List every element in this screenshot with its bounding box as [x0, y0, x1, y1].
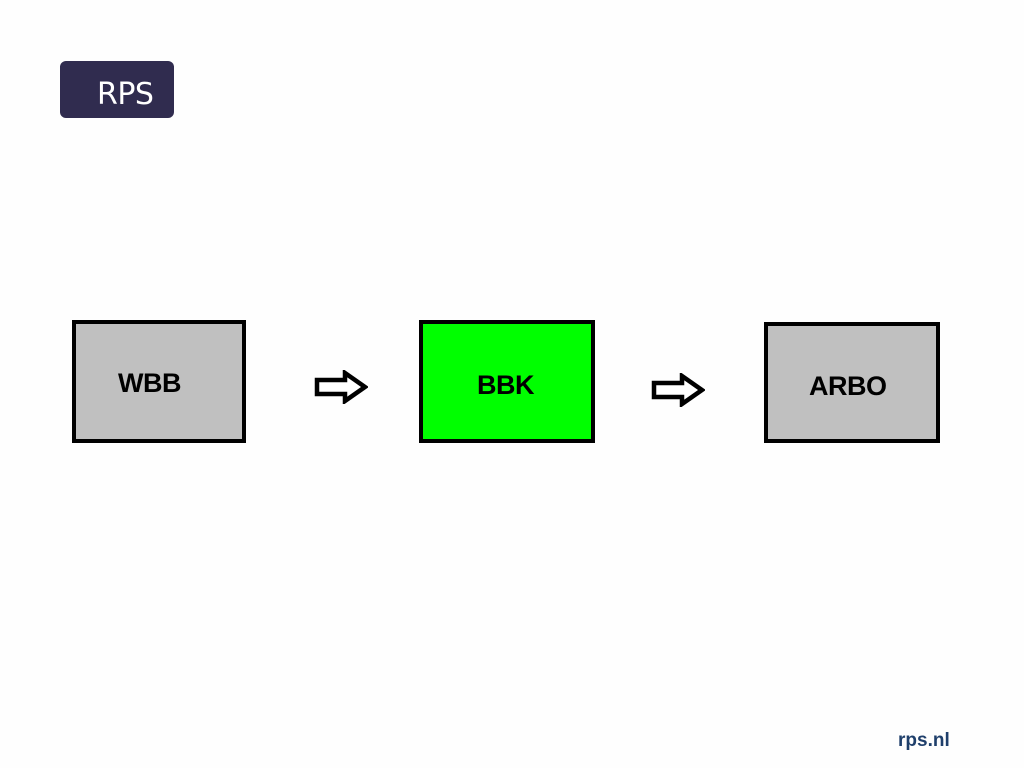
- bbk-box: BBK: [419, 320, 595, 443]
- arbo-box: ARBO: [764, 322, 940, 443]
- right-arrow-icon: [314, 370, 368, 404]
- bbk-label: BBK: [477, 370, 535, 400]
- wbb-label: WBB: [118, 368, 181, 398]
- wbb-box: WBB: [72, 320, 246, 443]
- arbo-label: ARBO: [809, 371, 887, 401]
- rps-logo: RPS: [60, 61, 174, 118]
- footer-url[interactable]: rps.nl: [898, 730, 950, 751]
- logo-text: RPS: [97, 77, 154, 112]
- right-arrow-icon: [651, 373, 705, 407]
